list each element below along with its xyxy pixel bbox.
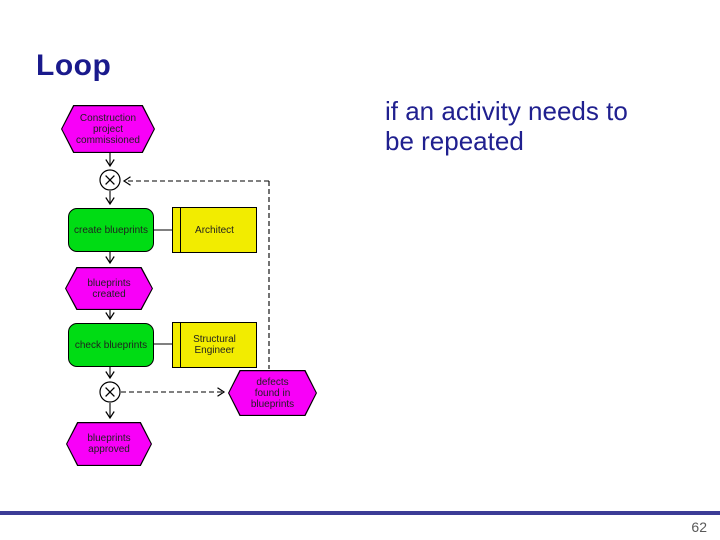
event-label: blueprints created bbox=[87, 277, 131, 300]
footer-divider bbox=[0, 511, 720, 515]
org-unit-architect: Architect bbox=[172, 207, 257, 253]
event-hexagon-shape: Construction project commissioned bbox=[62, 106, 154, 152]
loop-dashed-path bbox=[121, 176, 270, 397]
function-create-blueprints: create blueprints bbox=[68, 208, 154, 252]
xor-connector-top bbox=[99, 169, 121, 191]
xor-connector-bottom bbox=[99, 381, 121, 403]
xor-cross-icon bbox=[105, 175, 115, 185]
event-label: blueprints approved bbox=[87, 433, 131, 455]
page-number: 62 bbox=[691, 519, 707, 535]
function-label: create blueprints bbox=[74, 224, 148, 236]
function-label: check blueprints bbox=[74, 339, 148, 351]
solid-flow-arrows bbox=[105, 153, 173, 420]
org-label: Architect bbox=[195, 224, 234, 236]
event-blueprints-approved: blueprints approved bbox=[66, 422, 152, 466]
event-hexagon-shape: blueprints created bbox=[66, 268, 152, 309]
org-unit-left-bar bbox=[180, 208, 182, 252]
event-hexagon-shape: defects found in blueprints bbox=[229, 371, 316, 415]
org-unit-left-bar bbox=[180, 323, 182, 367]
slide-title: Loop bbox=[36, 49, 112, 82]
org-label: Structural Engineer bbox=[193, 334, 236, 356]
xor-cross-icon bbox=[105, 387, 115, 397]
event-blueprints-created: blueprints created bbox=[65, 267, 153, 310]
event-defects-found: defects found in blueprints bbox=[228, 370, 317, 416]
slide-note: if an activity needs to be repeated bbox=[385, 96, 628, 156]
org-unit-structural-engineer: Structural Engineer bbox=[172, 322, 257, 368]
function-check-blueprints: check blueprints bbox=[68, 323, 154, 367]
event-hexagon-shape: blueprints approved bbox=[67, 423, 151, 465]
event-construction-commissioned: Construction project commissioned bbox=[61, 105, 155, 153]
event-label: defects found in blueprints bbox=[250, 376, 295, 410]
event-label: Construction project commissioned bbox=[76, 112, 140, 146]
